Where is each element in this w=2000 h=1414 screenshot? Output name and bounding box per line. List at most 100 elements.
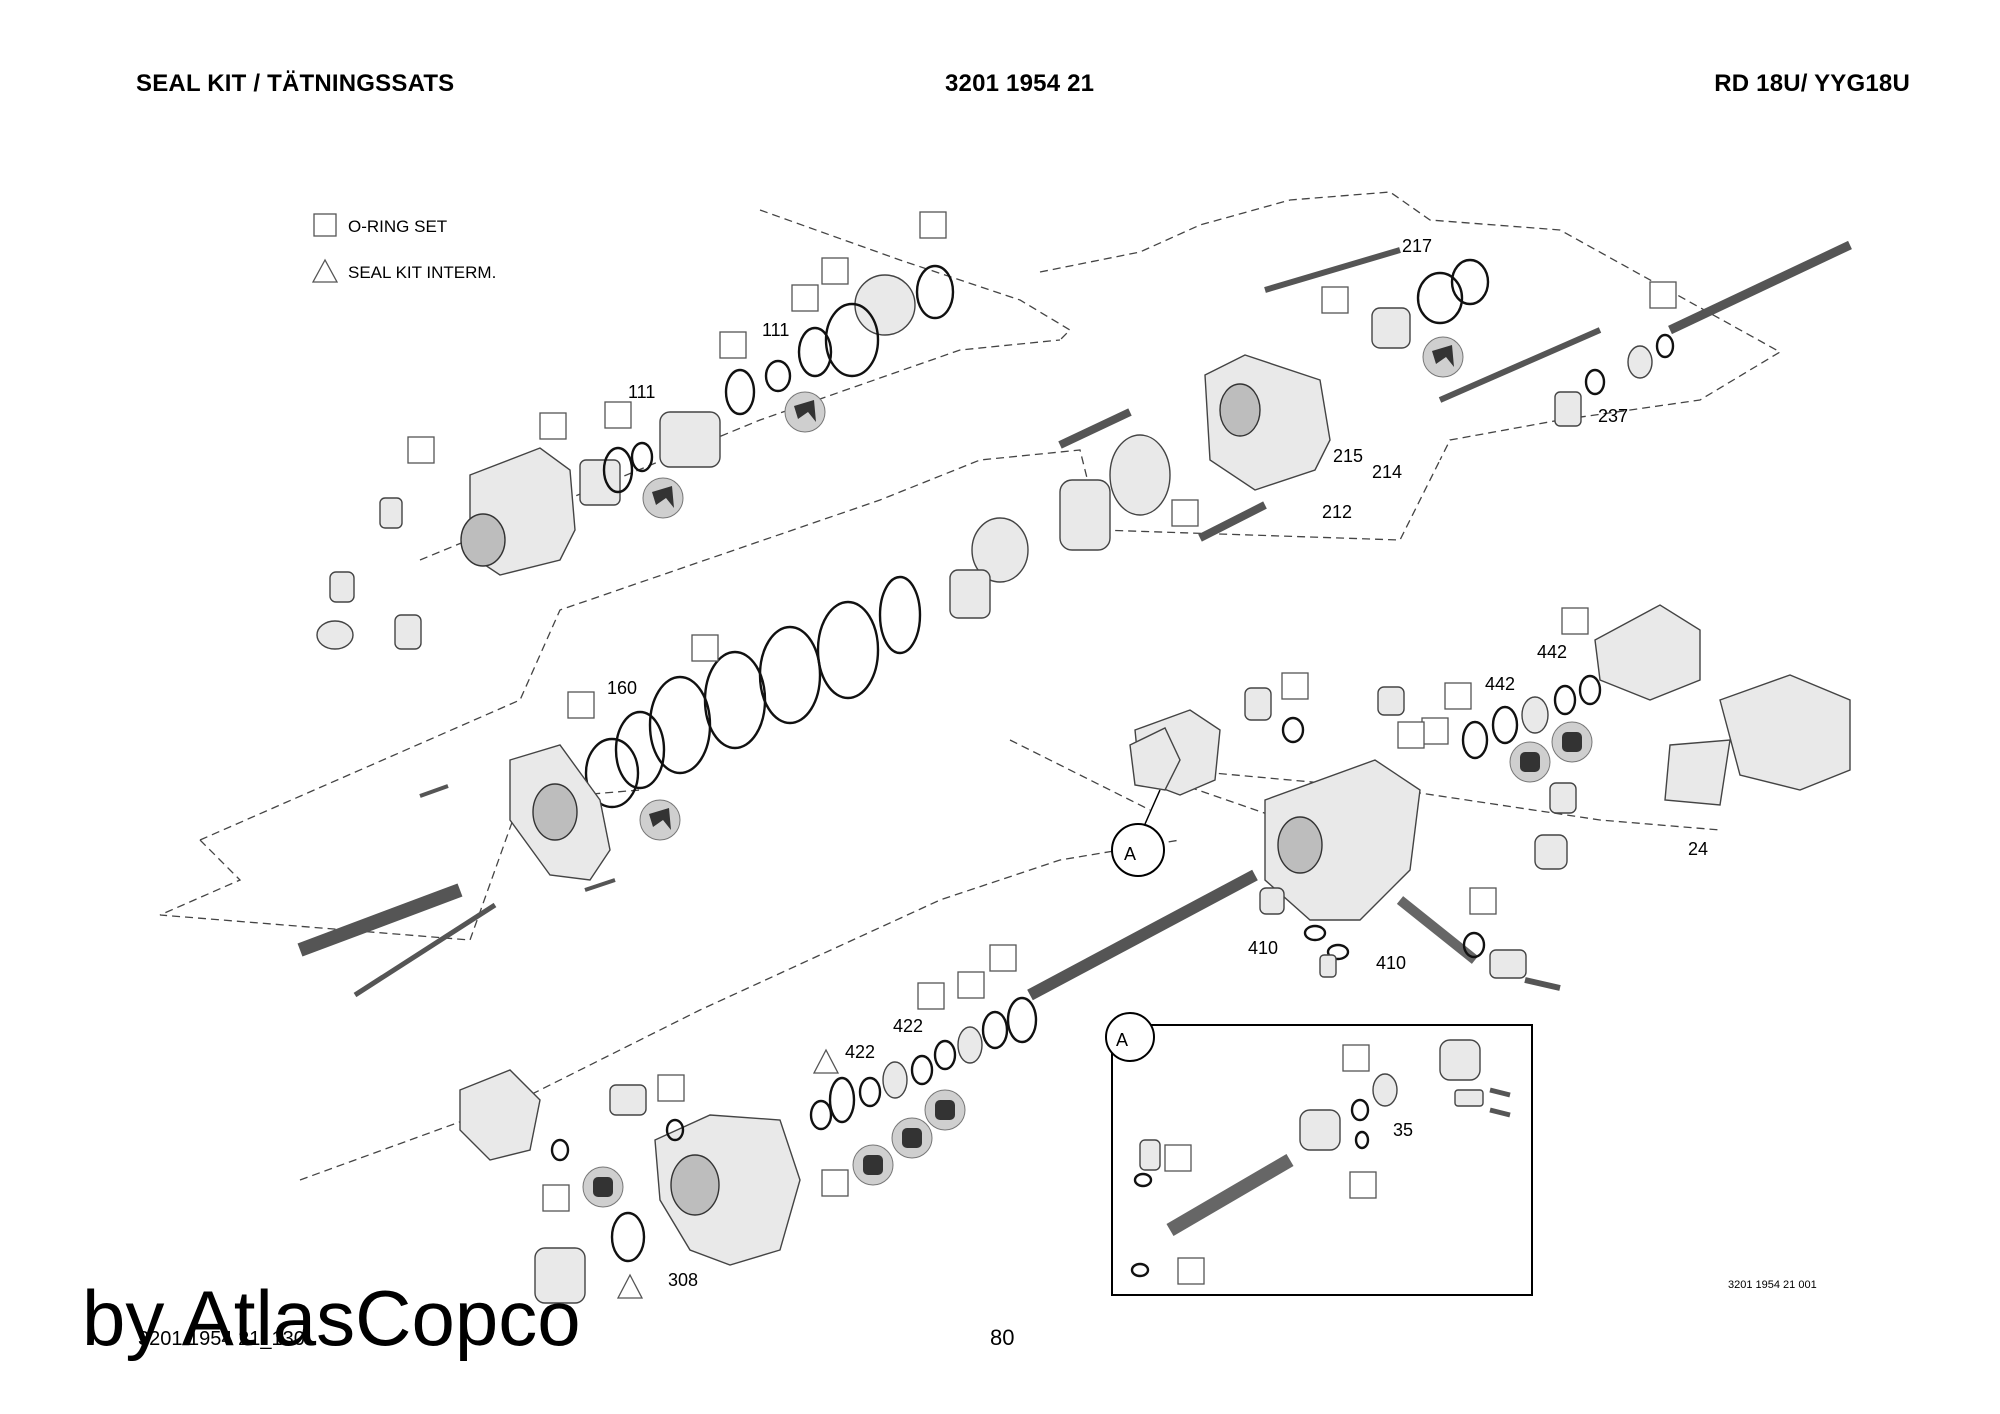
marker-triangle-2: [616, 1273, 644, 1299]
oring-442-3: [1553, 684, 1577, 716]
callout-111-a: 111: [762, 320, 789, 340]
seal-lower-3-profile: [902, 1128, 922, 1148]
detail-a-bolt: [1139, 1139, 1161, 1171]
marker-box-4: [719, 331, 747, 359]
assembly-outline-mid: [199, 449, 1441, 841]
document-title: SEAL KIT / TÄTNINGSSATS: [136, 70, 455, 97]
detail-a-oring-3: [1133, 1172, 1153, 1188]
circlip-160: [584, 737, 640, 809]
oring-217: [1416, 271, 1464, 325]
assembly-outline-right: [1179, 769, 1721, 831]
reference-a-label: A: [1124, 844, 1136, 864]
seal-442-1-profile: [1520, 752, 1540, 772]
seal-442-2-profile: [1562, 732, 1582, 752]
assembly-leader-a: [1009, 739, 1151, 811]
main-shaft-left: [297, 883, 463, 957]
marker-box-21: [957, 971, 985, 999]
marker-box-6: [539, 412, 567, 440]
oring-442-1: [1461, 720, 1489, 760]
bolt-160-top: [419, 784, 449, 798]
marker-box-26: [1342, 1044, 1370, 1072]
oring-lower-3: [809, 1099, 833, 1131]
oring-442-2: [1491, 705, 1519, 745]
assembly-outline-rear: [1039, 191, 1782, 461]
tie-rod-2: [1438, 327, 1602, 403]
callout-308: 308: [668, 1270, 698, 1290]
circlip-308: [610, 1211, 646, 1263]
assembly-outline-left: [159, 789, 641, 941]
marker-box-17: [1397, 721, 1425, 749]
marker-box-29: [1177, 1257, 1205, 1285]
main-shaft-center: [1027, 869, 1258, 1001]
marker-box-19: [1469, 887, 1497, 915]
callout-24: 24: [1688, 839, 1708, 859]
valve-bolt: [1524, 977, 1561, 991]
oring-upper-3: [724, 368, 756, 416]
short-rod-1: [1058, 408, 1132, 449]
reference-a-leader: [1144, 789, 1161, 825]
upper-nut: [316, 620, 354, 650]
upper-plug: [329, 571, 355, 603]
callout-160: 160: [607, 678, 637, 698]
seal-lower-1-profile: [593, 1177, 613, 1197]
piston-disc: [854, 274, 916, 336]
oring-shaft: [1655, 333, 1675, 359]
bearing-442: [1521, 696, 1549, 734]
detail-a-oring-1: [1350, 1098, 1370, 1122]
bearing-237: [1627, 345, 1653, 379]
valve-spool: [1396, 896, 1479, 964]
marker-box-15: [1444, 682, 1472, 710]
reference-a-circle: [1111, 823, 1165, 877]
callout-410-b: 410: [1376, 953, 1406, 973]
legend-seal-triangle: [311, 258, 339, 283]
oring-422-4: [933, 1039, 957, 1071]
drive-shaft-upper: [1668, 240, 1852, 335]
main-pump-bore: [1277, 816, 1323, 874]
marker-box-12: [567, 691, 595, 719]
part-number: 3201 1954 21: [945, 70, 1095, 97]
marker-triangle-1: [812, 1048, 840, 1074]
callout-212: 212: [1322, 502, 1352, 522]
seal-upper-1-profile: [652, 486, 674, 508]
bearing-422: [882, 1061, 908, 1099]
callout-214: 214: [1372, 462, 1402, 482]
spacer-right-small: [1549, 782, 1577, 814]
oring-237: [1584, 368, 1606, 396]
oring-410-b: [1326, 943, 1350, 961]
oring-422-2: [858, 1076, 882, 1108]
short-rod-2: [1198, 501, 1267, 542]
oring-upper-7: [915, 264, 955, 320]
upper-spacer: [394, 614, 422, 650]
gear-pinion: [1059, 479, 1111, 551]
detail-a-oring-4: [1354, 1130, 1370, 1150]
bush-442: [1377, 686, 1405, 716]
main-pump-housing: [1264, 759, 1421, 921]
plug-410-small: [1319, 954, 1337, 978]
marker-box-27: [1349, 1171, 1377, 1199]
roller-bearing: [949, 569, 991, 619]
marker-box-25: [542, 1184, 570, 1212]
model-designation: RD 18U/ YYG18U: [1714, 70, 1910, 97]
detail-a-cap: [1439, 1039, 1481, 1081]
legend-oring-label: O-RING SET: [348, 217, 447, 236]
marker-box-9: [1649, 281, 1677, 309]
oring-lower-1: [550, 1138, 570, 1162]
assembly-outline-top: [759, 209, 1072, 341]
callout-237: 237: [1598, 406, 1628, 426]
lower-adapter: [609, 1084, 647, 1116]
right-valve-housing: [1594, 604, 1701, 701]
marker-box-13: [1281, 672, 1309, 700]
callout-442-a: 442: [1485, 674, 1515, 694]
lower-pump-bore: [670, 1154, 720, 1216]
callout-111-b: 111: [628, 382, 655, 402]
oring-422-3: [910, 1054, 934, 1086]
callout-217: 217: [1402, 236, 1432, 256]
oring-upper-5: [797, 326, 833, 378]
marker-box-14: [1421, 717, 1449, 745]
valve-end-cap: [1489, 949, 1527, 979]
marker-box-7: [407, 436, 435, 464]
detail-a-sleeve: [1299, 1109, 1341, 1151]
tie-rod-1: [1264, 247, 1401, 293]
